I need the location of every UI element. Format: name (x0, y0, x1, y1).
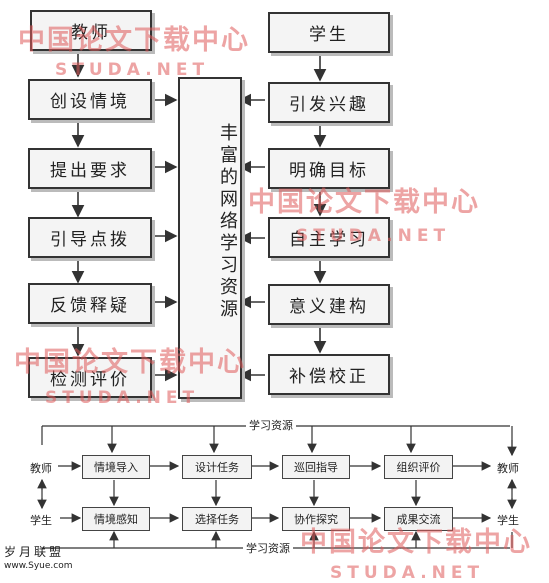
flow-box-label: 引发兴趣 (289, 95, 369, 115)
teacher-label-right: 教师 (497, 462, 519, 475)
step-box-patrol-guidance: 巡回指导 (282, 455, 350, 479)
flow-box-evaluate: 检测评价 (28, 357, 152, 398)
flow-box-label: 明确目标 (289, 161, 369, 181)
flow-box-self-study: 自主学习 (268, 217, 390, 258)
network-resources-box: 丰富的网络学习资源 (178, 77, 242, 399)
flow-box-student: 学生 (268, 12, 390, 53)
step-box-label: 成果交流 (396, 513, 441, 526)
flow-box-label: 学生 (309, 25, 349, 45)
flow-box-label: 自主学习 (289, 230, 369, 250)
step-box-label: 情境感知 (94, 513, 138, 526)
step-box-select-task: 选择任务 (182, 507, 252, 531)
step-box-label: 协作探究 (294, 513, 338, 526)
teacher-label-left: 教师 (30, 462, 52, 475)
flow-box-label: 教师 (71, 23, 111, 43)
step-box-collaborative-inquiry: 协作探究 (282, 507, 350, 531)
resources-label-bottom: 学习资源 (243, 540, 293, 556)
site-logo-name: 岁月联盟 (4, 545, 65, 559)
step-box-label: 巡回指导 (294, 461, 338, 474)
resources-label-top: 学习资源 (246, 417, 296, 433)
site-logo-url: www.Syue.com (4, 561, 73, 571)
flow-box-label: 引导点拨 (50, 230, 130, 250)
flow-box-label: 提出要求 (50, 161, 130, 181)
student-label-right: 学生 (497, 514, 519, 527)
step-box-situation-intro: 情境导入 (82, 455, 150, 479)
step-box-design-task: 设计任务 (182, 455, 252, 479)
step-box-label: 组织评价 (396, 461, 441, 474)
flow-box-label: 创设情境 (50, 92, 130, 112)
flow-box-clarify-goals: 明确目标 (268, 148, 390, 189)
flow-box-feedback: 反馈释疑 (28, 283, 152, 324)
step-box-result-exchange: 成果交流 (384, 507, 453, 531)
flow-box-label: 意义建构 (289, 297, 369, 317)
step-box-situation-perception: 情境感知 (82, 507, 150, 531)
flow-box-create-situation: 创设情境 (28, 79, 152, 120)
flow-box-arouse-interest: 引发兴趣 (268, 82, 390, 123)
flow-box-meaning-construction: 意义建构 (268, 284, 390, 325)
site-logo: 岁月联盟 www.Syue.com (4, 545, 72, 573)
step-box-label: 选择任务 (195, 513, 239, 526)
flow-box-label: 反馈释疑 (50, 296, 130, 316)
network-resources-label: 丰富的网络学习资源 (217, 123, 238, 321)
flow-box-correction: 补偿校正 (268, 354, 390, 395)
flow-box-guide: 引导点拨 (28, 217, 152, 258)
step-box-label: 设计任务 (195, 461, 239, 474)
step-box-label: 情境导入 (94, 461, 138, 474)
flow-box-teacher: 教师 (30, 10, 152, 51)
student-label-left: 学生 (30, 514, 52, 527)
step-box-organize-evaluation: 组织评价 (384, 455, 453, 479)
flow-box-label: 检测评价 (50, 370, 130, 390)
flow-box-propose-requirements: 提出要求 (28, 148, 152, 189)
flow-box-label: 补偿校正 (289, 367, 369, 387)
